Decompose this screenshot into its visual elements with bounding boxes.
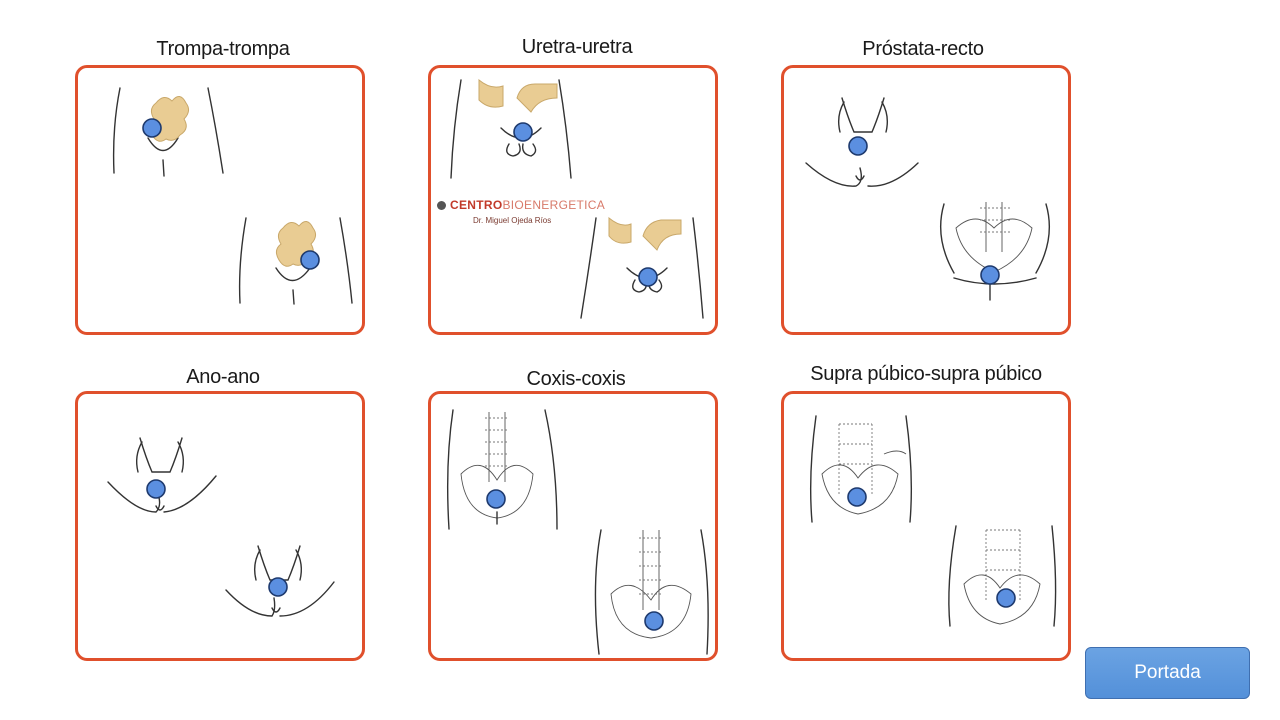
illustration-coxis-coxis [446,409,709,655]
panel-title-prostata-recto: Próstata-recto [862,38,984,60]
point-marker [638,267,658,287]
panel-title-supra-pubico: Supra púbico-supra púbico [810,363,1042,385]
point-marker [644,611,664,631]
point-marker [513,122,533,142]
point-marker [980,265,1000,285]
point-marker [847,487,867,507]
illustration-prostata-recto [805,97,1051,301]
panel-prostata-recto [781,65,1071,335]
point-marker [996,588,1016,608]
point-marker [486,489,506,509]
watermark-doctor: Dr. Miguel Ojeda Ríos [473,216,552,225]
panel-ano-ano [75,391,365,661]
illustration-trompa-trompa [112,87,353,305]
point-marker [146,479,166,499]
panel-title-coxis-coxis: Coxis-coxis [526,368,626,390]
watermark-brand-bold: CENTRO [450,198,503,212]
watermark-brand-light: BIOENERGETICA [502,198,606,212]
logo-icon [437,201,446,210]
panel-title-ano-ano: Ano-ano [186,366,260,388]
illustration-supra-pubico [809,415,1057,627]
point-marker [848,136,868,156]
illustration-ano-ano [107,437,335,617]
panel-trompa-trompa [75,65,365,335]
panel-title-trompa-trompa: Trompa-trompa [156,38,290,60]
panel-coxis-coxis [428,391,718,661]
watermark-logo: CENTROBIOENERGETICA Dr. Miguel Ojeda Río… [437,198,637,225]
panel-supra-pubico [781,391,1071,661]
point-marker [268,577,288,597]
portada-button[interactable]: Portada [1085,647,1250,699]
panel-title-uretra-uretra: Uretra-uretra [521,36,633,58]
panel-uretra-uretra: CENTROBIOENERGETICA Dr. Miguel Ojeda Río… [428,65,718,335]
point-marker [142,118,162,138]
point-marker [300,250,320,270]
illustration-uretra-uretra [450,78,704,319]
